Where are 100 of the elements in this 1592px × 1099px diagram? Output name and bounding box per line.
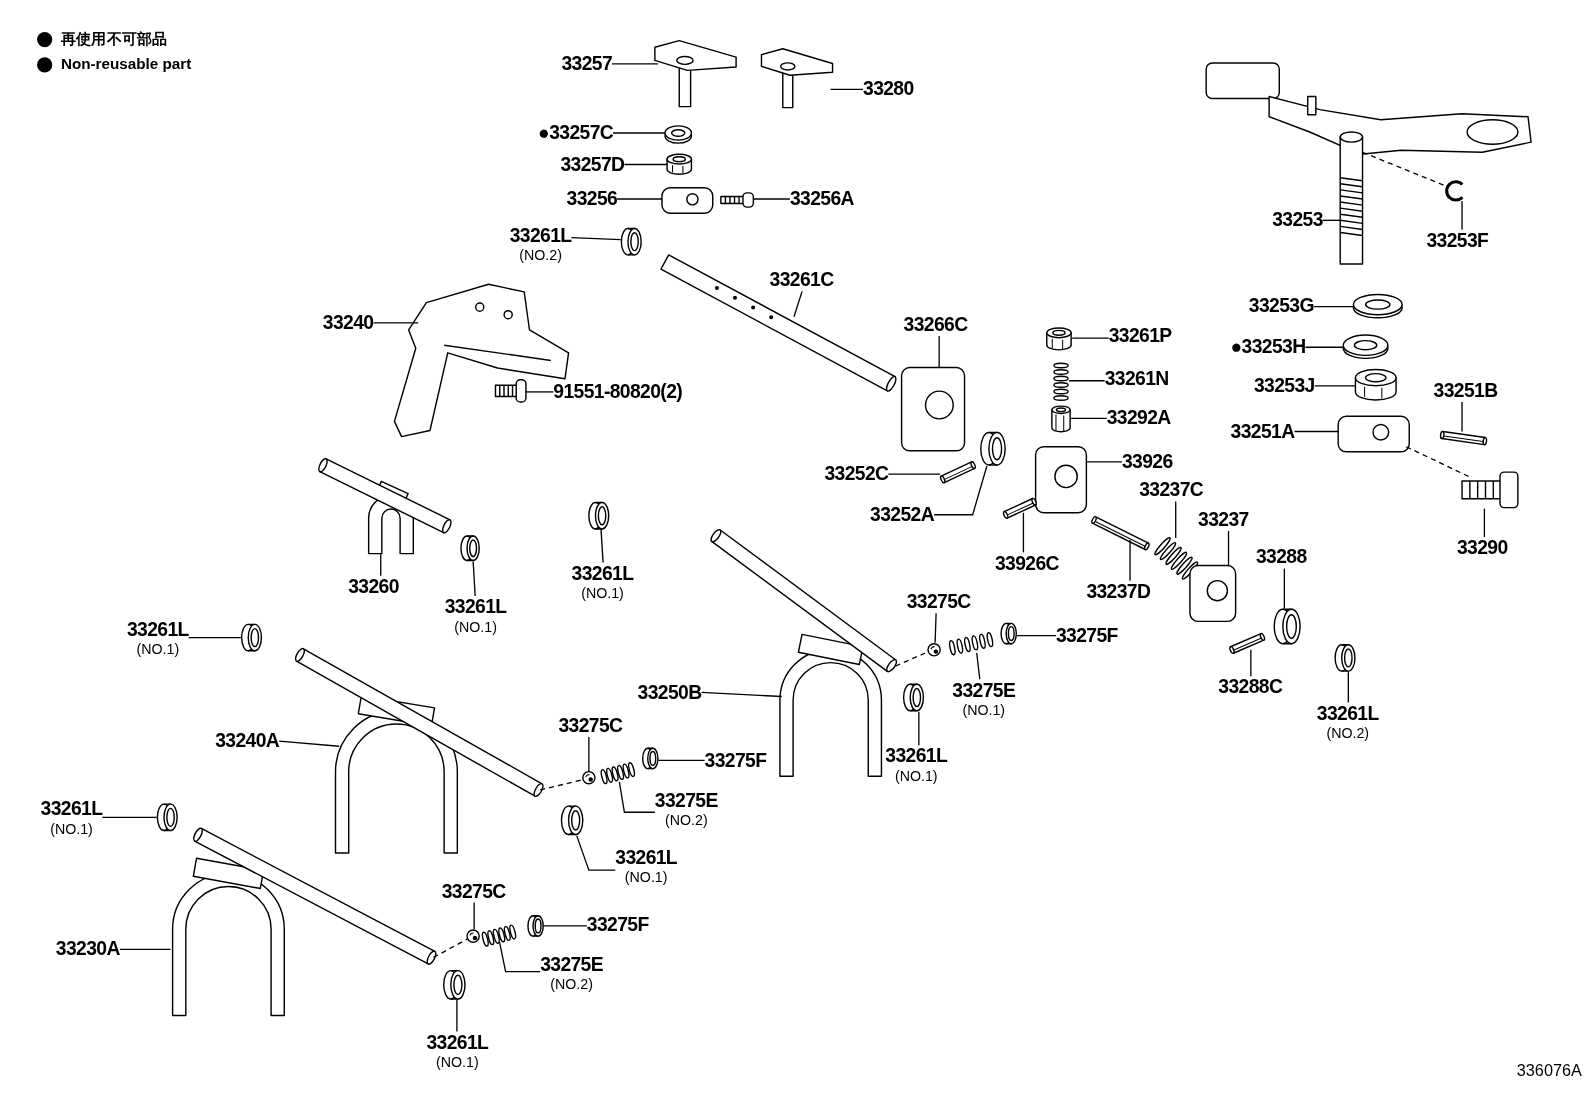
leader-line bbox=[456, 999, 458, 1033]
part-number: 33926C bbox=[995, 552, 1059, 575]
part-number: 33290 bbox=[1456, 537, 1508, 560]
shift-fork-drawing bbox=[170, 826, 437, 1018]
bolt-drawing bbox=[1461, 471, 1519, 509]
sleeve-drawing bbox=[240, 623, 263, 652]
sleeve-drawing bbox=[641, 747, 659, 770]
variant-note: (NO.1) bbox=[453, 618, 498, 635]
leader-line bbox=[1313, 305, 1355, 308]
part-number: 33288 bbox=[1255, 546, 1307, 569]
part-number: 33292A bbox=[1106, 407, 1171, 430]
part-number: 33275E bbox=[654, 789, 718, 813]
pin-drawing bbox=[1228, 631, 1266, 656]
leader-line bbox=[616, 198, 663, 200]
leader-line bbox=[1068, 380, 1106, 382]
leader-line bbox=[933, 465, 988, 516]
ball-drawing bbox=[926, 642, 942, 657]
part-number: 33237 bbox=[1198, 508, 1249, 531]
leader-line bbox=[372, 322, 419, 324]
part-number: 33240 bbox=[322, 311, 374, 335]
leader-line bbox=[576, 834, 616, 871]
leader-line bbox=[1461, 200, 1463, 231]
bushing-drawing bbox=[1050, 405, 1072, 434]
part-number: 33261L bbox=[444, 596, 507, 619]
leader-line bbox=[119, 948, 172, 950]
part-number: 33253J bbox=[1253, 374, 1315, 397]
legend-text: Non-reusable part bbox=[60, 54, 192, 73]
leader-line bbox=[1483, 508, 1486, 538]
part-number: 33250B bbox=[637, 681, 702, 704]
shift-collar-drawing bbox=[660, 186, 714, 215]
illustration-code: 336076A bbox=[1516, 1062, 1582, 1081]
variant-note: (NO.1) bbox=[49, 820, 94, 837]
bushing-drawing bbox=[666, 153, 693, 176]
leader-line bbox=[1129, 539, 1131, 582]
leader-line bbox=[1304, 346, 1344, 348]
legend-text: 再使用不可部品 bbox=[60, 29, 168, 49]
ball-drawing bbox=[466, 929, 481, 944]
sleeve-drawing bbox=[979, 431, 1007, 467]
variant-note: (NO.1) bbox=[623, 869, 669, 886]
part-number: 33926 bbox=[1121, 450, 1173, 474]
sleeve-drawing bbox=[559, 805, 584, 836]
leader-line bbox=[657, 759, 706, 762]
sleeve-drawing bbox=[999, 622, 1017, 645]
shift-collar-drawing bbox=[1337, 415, 1411, 453]
sleeve-drawing bbox=[620, 227, 643, 256]
sleeve-drawing bbox=[1334, 643, 1357, 673]
part-number: 33275F bbox=[704, 749, 767, 772]
part-number: 33261L bbox=[426, 1031, 489, 1054]
leader-line bbox=[1175, 500, 1177, 539]
part-number: 91551-80820(2) bbox=[553, 380, 683, 404]
part-number: 33261L bbox=[615, 846, 678, 870]
part-number: 33261N bbox=[1104, 367, 1169, 390]
part-number: 33252A bbox=[870, 503, 935, 526]
part-number: 33275C bbox=[906, 590, 971, 614]
pin-drawing bbox=[1439, 429, 1487, 447]
leader-line bbox=[976, 652, 981, 680]
leader-line bbox=[543, 925, 588, 927]
alignment-line bbox=[539, 779, 584, 791]
part-number: 33256A bbox=[789, 187, 854, 211]
leader-line bbox=[623, 163, 668, 166]
part-number: 33257 bbox=[561, 52, 613, 76]
part-number: 33275F bbox=[1055, 624, 1118, 647]
part-number: 33275E bbox=[540, 953, 603, 976]
part-number: 33261L bbox=[571, 562, 634, 585]
leader-line bbox=[611, 63, 659, 65]
leader-line bbox=[938, 335, 940, 369]
sleeve-drawing bbox=[156, 803, 179, 832]
variant-note: (NO.1) bbox=[580, 584, 625, 602]
sleeve-drawing bbox=[1273, 608, 1302, 645]
variant-note: (NO.2) bbox=[664, 812, 709, 829]
variant-note: (NO.2) bbox=[549, 975, 594, 992]
leader-line bbox=[1461, 401, 1463, 433]
bushing-drawing bbox=[1354, 368, 1398, 402]
part-number: 33256 bbox=[566, 187, 618, 211]
part-number: 33288C bbox=[1218, 676, 1283, 699]
shift-fork-drawing bbox=[294, 646, 544, 855]
pin-drawing bbox=[1001, 496, 1038, 520]
leader-line bbox=[472, 560, 476, 597]
part-number: 33237D bbox=[1086, 580, 1151, 604]
part-number: 33261P bbox=[1108, 324, 1172, 348]
part-number: 33237C bbox=[1139, 479, 1204, 502]
leader-line bbox=[1322, 219, 1341, 221]
part-number: 33230A bbox=[55, 938, 120, 961]
part-number: 33275E bbox=[952, 679, 1016, 702]
sleeve-drawing bbox=[902, 683, 925, 712]
leader-line bbox=[473, 901, 475, 930]
ball-drawing bbox=[581, 770, 596, 785]
sleeve-drawing bbox=[442, 969, 466, 1001]
leader-line bbox=[525, 391, 554, 393]
bushing-drawing bbox=[1045, 327, 1073, 352]
leader-line bbox=[612, 132, 666, 134]
part-number: 33257D bbox=[560, 153, 625, 176]
part-number: 33261C bbox=[769, 269, 834, 292]
leader-line bbox=[380, 553, 382, 577]
part-number: 33253F bbox=[1426, 229, 1489, 252]
sleeve-drawing bbox=[459, 535, 481, 562]
pin-drawing bbox=[938, 459, 977, 485]
leader-line bbox=[1283, 567, 1285, 609]
variant-note: (NO.2) bbox=[518, 246, 563, 263]
part-number: 33280 bbox=[863, 78, 914, 101]
